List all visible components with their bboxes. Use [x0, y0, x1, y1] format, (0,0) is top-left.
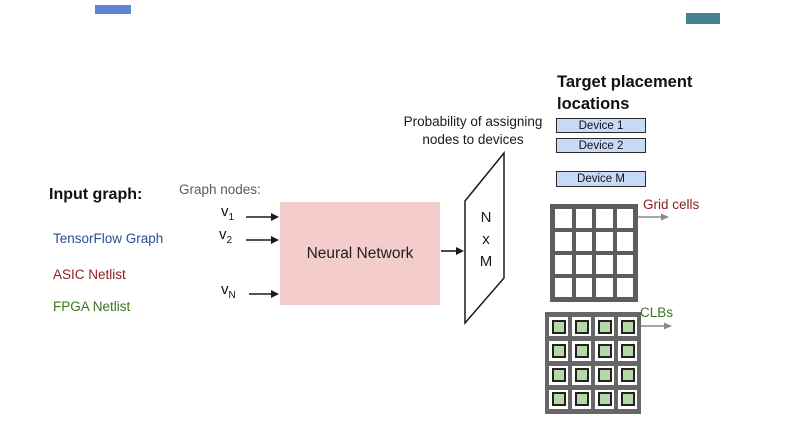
clb-cell [572, 317, 591, 337]
clb-cell [549, 341, 568, 361]
clb-block [551, 319, 566, 334]
input-arrow-vN [249, 290, 279, 298]
node-subscript: N [228, 290, 236, 301]
probability-caption-line2: nodes to devices [422, 132, 524, 147]
grid-cell [555, 278, 572, 297]
clb-block [551, 392, 566, 407]
matrix-rows: N [480, 209, 492, 226]
grid-cell [596, 232, 613, 251]
grid-cell [596, 278, 613, 297]
clb-block [551, 368, 566, 383]
grid-cell [596, 255, 613, 274]
clb-cell [572, 365, 591, 385]
target-placement-heading-line2: locations [557, 95, 630, 113]
grid-cell [616, 232, 633, 251]
grid-cell [596, 209, 613, 228]
input-item-tensorflow-graph: TensorFlow Graph [53, 231, 164, 246]
grid-cell [555, 209, 572, 228]
grid-cell [575, 278, 592, 297]
device-m-box: Device M [556, 171, 646, 187]
node-base: v [221, 281, 229, 298]
clb-block [574, 319, 589, 334]
input-arrow-v1 [246, 213, 279, 221]
probability-caption-line1: Probability of assigning [403, 114, 543, 129]
clb-block [597, 343, 612, 358]
decor-blue-rect [95, 5, 131, 14]
output-arrow [441, 247, 464, 255]
device-2-box: Device 2 [556, 138, 646, 153]
clb-cell [618, 389, 637, 409]
grid-cells-grid [550, 204, 638, 302]
clb-block [574, 343, 589, 358]
input-graph-heading: Input graph: [49, 186, 143, 203]
clb-fabric-grid [545, 312, 641, 414]
clb-block [597, 392, 612, 407]
node-subscript: 1 [228, 212, 235, 223]
grid-cell [616, 255, 633, 274]
neural-network-box: Neural Network [280, 202, 440, 305]
node-base: v [219, 226, 227, 243]
clb-block [620, 368, 635, 383]
clb-cell [595, 317, 614, 337]
clbs-label: CLBs [640, 305, 674, 320]
clb-cell [595, 365, 614, 385]
matrix-cols: M [479, 253, 493, 270]
clb-cell [549, 365, 568, 385]
clb-block [597, 319, 612, 334]
graph-nodes-heading: Graph nodes: [179, 182, 261, 197]
decor-teal-rect [686, 13, 720, 24]
graph-node-vN: vN [221, 281, 236, 301]
clb-cell [595, 389, 614, 409]
grid-cell [616, 209, 633, 228]
clb-cell [572, 341, 591, 361]
clb-block [574, 392, 589, 407]
input-item-asic-netlist: ASIC Netlist [53, 267, 126, 282]
grid-cell [575, 255, 592, 274]
clb-block [620, 392, 635, 407]
clb-block [620, 319, 635, 334]
grid-cell [575, 209, 592, 228]
clb-cell [549, 317, 568, 337]
node-subscript: 2 [226, 235, 233, 246]
clb-block [574, 368, 589, 383]
clb-cell [618, 317, 637, 337]
target-placement-heading-line1: Target placement [557, 73, 693, 91]
matrix-times: x [482, 231, 490, 248]
graph-node-v2: v2 [219, 226, 232, 246]
grid-cell [575, 232, 592, 251]
grid-cell [555, 232, 572, 251]
matrix-dimensions-label: N x M [466, 207, 506, 273]
grid-cells-label: Grid cells [643, 197, 700, 212]
grid-cell [555, 255, 572, 274]
graph-node-v1: v1 [221, 203, 234, 223]
clb-cell [618, 365, 637, 385]
clb-block [551, 343, 566, 358]
clb-block [620, 343, 635, 358]
clb-cell [618, 341, 637, 361]
device-1-box: Device 1 [556, 118, 646, 133]
input-arrow-v2 [246, 236, 279, 244]
clb-block [597, 368, 612, 383]
clb-cell [549, 389, 568, 409]
clb-cell [572, 389, 591, 409]
grid-cell [616, 278, 633, 297]
node-base: v [221, 203, 229, 220]
input-item-fpga-netlist: FPGA Netlist [53, 299, 131, 314]
clb-cell [595, 341, 614, 361]
